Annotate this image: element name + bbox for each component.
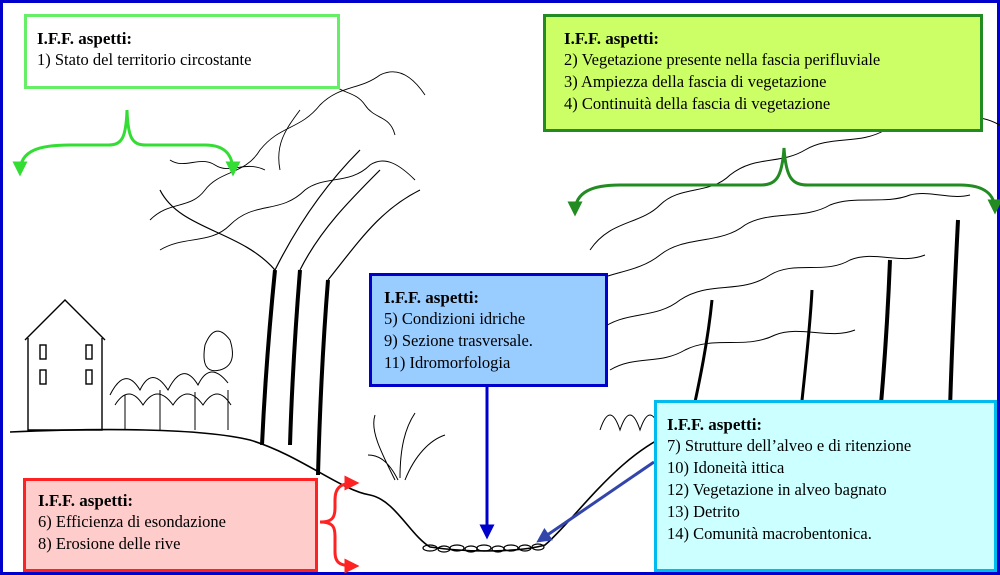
idrico-heading: I.F.F. aspetti: — [384, 288, 480, 307]
territorio-box: I.F.F. aspetti: 1) Stato del territorio … — [24, 14, 340, 89]
house-drawing — [24, 299, 106, 431]
alveo-heading: I.F.F. aspetti: — [667, 415, 763, 434]
idrico-item-11: 11) Idromorfologia — [384, 353, 511, 372]
territorio-heading: I.F.F. aspetti: — [37, 29, 133, 48]
riverbed-stones-drawing — [422, 543, 545, 553]
territorio-brace — [12, 109, 241, 177]
idrico-item-5: 5) Condizioni idriche — [384, 309, 526, 328]
rive-item-6: 6) Efficienza di esondazione — [38, 512, 226, 531]
alveo-item-13: 13) Detrito — [667, 502, 740, 521]
vineyard-drawing — [109, 330, 233, 430]
alveo-item-7: 7) Strutture dell’alveo e di ritenzione — [667, 436, 912, 455]
alveo-item-14: 14) Comunità macrobentonica. — [667, 524, 872, 543]
idrico-box: I.F.F. aspetti: 5) Condizioni idriche 9)… — [369, 273, 608, 387]
alveo-item-12: 12) Vegetazione in alveo bagnato — [667, 480, 887, 499]
vegetazione-item-4: 4) Continuità della fascia di vegetazion… — [564, 94, 831, 113]
alveo-arrow — [536, 460, 655, 543]
territorio-item-1: 1) Stato del territorio circostante — [37, 50, 252, 69]
vegetazione-brace — [567, 147, 1000, 217]
alveo-item-10: 10) Idoneità ittica — [667, 458, 785, 477]
rive-box: I.F.F. aspetti: 6) Efficienza di esondaz… — [23, 478, 318, 572]
rive-brace — [319, 475, 360, 574]
riparian-vegetation-drawing — [579, 117, 1000, 432]
rive-item-8: 8) Erosione delle rive — [38, 534, 181, 553]
vegetazione-box: I.F.F. aspetti: 2) Vegetazione presente … — [543, 14, 983, 132]
alveo-box: I.F.F. aspetti: 7) Strutture dell’alveo … — [654, 400, 997, 572]
tall-trees-drawing — [149, 71, 426, 476]
bank-shrub-drawing — [367, 412, 446, 481]
vegetazione-item-2: 2) Vegetazione presente nella fascia per… — [564, 50, 881, 69]
rive-heading: I.F.F. aspetti: — [38, 491, 134, 510]
vegetazione-heading: I.F.F. aspetti: — [564, 29, 660, 48]
vegetazione-item-3: 3) Ampiezza della fascia di vegetazione — [564, 72, 827, 91]
idrico-item-9: 9) Sezione trasversale. — [384, 331, 533, 350]
